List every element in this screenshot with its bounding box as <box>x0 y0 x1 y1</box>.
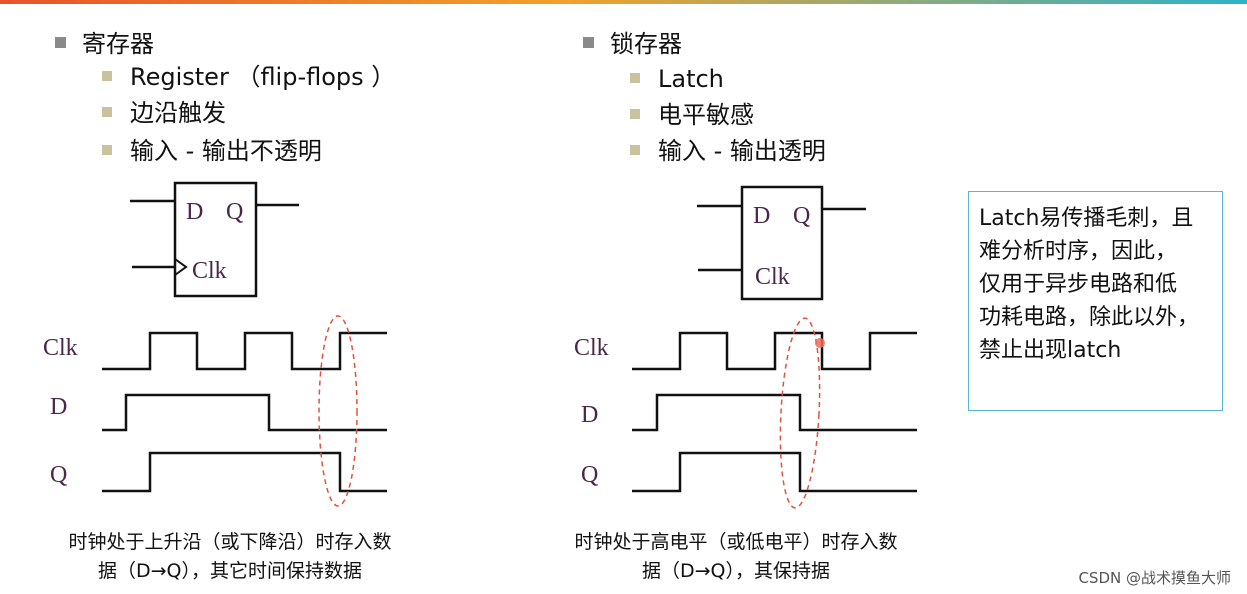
note-line-1: Latch易传播毛刺，且 <box>979 206 1194 231</box>
register-d-pin: D <box>186 199 203 225</box>
bullet-square <box>55 37 66 48</box>
bullet-square <box>102 145 112 155</box>
register-d-wave-label: D <box>50 394 67 420</box>
latch-heading-text: 锁存器 <box>610 30 682 58</box>
top-accent-bar <box>0 0 1247 4</box>
bullet-square <box>102 71 112 81</box>
latch-q-pin: Q <box>793 203 810 229</box>
note-line-2: 难分析时序，因此， <box>979 239 1178 264</box>
csdn-watermark: CSDN @战术摸鱼大师 <box>1078 569 1231 587</box>
register-heading-text: 寄存器 <box>82 30 154 58</box>
register-clk-waveform <box>102 331 387 371</box>
latch-d-waveform <box>632 393 917 432</box>
register-caption-line-1: 时钟处于上升沿（或下降沿）时存入数 <box>68 531 392 553</box>
latch-d-wave-label: D <box>581 402 598 428</box>
bullet-square <box>630 73 640 83</box>
latch-item-text: 输入 - 输出透明 <box>658 137 826 165</box>
register-item-text: 边沿触发 <box>130 99 226 127</box>
bullet-square <box>583 37 594 48</box>
latch-clk-pin: Clk <box>755 264 790 290</box>
latch-transparent-ellipse <box>779 317 821 509</box>
latch-item-2: 电平敏感 <box>630 100 754 130</box>
latch-caption: 时钟处于高电平（或低电平）时存入数 据（D→Q），其保持据 <box>552 528 920 586</box>
register-item-2: 边沿触发 <box>102 98 226 128</box>
register-heading: 寄存器 <box>55 29 154 59</box>
register-caption-line-2: 据（D→Q），其它时间保持数据 <box>97 560 362 582</box>
latch-item-3: 输入 - 输出透明 <box>630 136 826 166</box>
latch-q-wave-label: Q <box>581 462 598 488</box>
register-caption: 时钟处于上升沿（或下降沿）时存入数 据（D→Q），其它时间保持数据 <box>45 528 415 586</box>
register-q-wave-label: Q <box>50 462 67 488</box>
latch-caption-line-2: 据（D→Q），其保持据 <box>641 560 830 582</box>
latch-warning-note: Latch易传播毛刺，且 难分析时序，因此， 仅用于异步电路和低 功耗电路，除此… <box>968 191 1223 411</box>
register-d-waveform <box>102 393 387 432</box>
register-clk-wave-label: Clk <box>43 335 78 361</box>
register-clk-edge-triangle <box>174 258 188 276</box>
latch-box <box>740 185 824 301</box>
register-q-pin: Q <box>226 199 243 225</box>
laser-pointer-dot <box>815 338 825 348</box>
latch-clk-wave-label: Clk <box>574 335 609 361</box>
register-q-waveform <box>102 451 387 493</box>
bullet-square <box>102 107 112 117</box>
register-item-text: 输入 - 输出不透明 <box>130 137 322 165</box>
latch-heading: 锁存器 <box>583 29 682 59</box>
bullet-square <box>630 109 640 119</box>
register-box <box>173 181 258 298</box>
note-line-5: 禁止出现latch <box>979 338 1122 363</box>
latch-item-text: 电平敏感 <box>658 101 754 129</box>
latch-symbol <box>697 185 866 301</box>
latch-d-pin: D <box>753 203 770 229</box>
latch-caption-line-1: 时钟处于高电平（或低电平）时存入数 <box>574 531 898 553</box>
latch-item-1: Latch <box>630 64 724 94</box>
register-item-1: Register （flip-flops ） <box>102 62 395 92</box>
note-line-3: 仅用于异步电路和低 <box>979 272 1178 297</box>
latch-q-waveform <box>632 451 917 493</box>
bullet-square <box>630 145 640 155</box>
latch-clk-waveform <box>632 331 917 371</box>
register-item-text: Register （flip-flops ） <box>130 63 396 91</box>
register-item-3: 输入 - 输出不透明 <box>102 136 322 166</box>
register-capture-edge-ellipse <box>318 315 358 507</box>
latch-item-text: Latch <box>658 65 724 93</box>
register-clk-pin: Clk <box>192 258 227 284</box>
note-line-4: 功耗电路，除此以外， <box>979 305 1200 330</box>
register-symbol <box>130 181 299 298</box>
